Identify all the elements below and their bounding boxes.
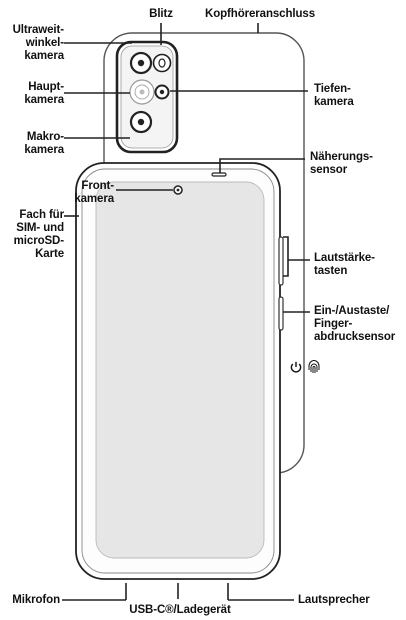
power-button-shape: [278, 296, 284, 331]
proximity-sensor-label: Näherungs- sensor: [310, 151, 373, 176]
depth-camera-label: Tiefen- kamera: [314, 83, 354, 108]
volume-keys-label: Lautstärke- tasten: [314, 252, 375, 277]
earpiece: [211, 172, 227, 177]
headphone-jack-label: Kopfhöreranschluss: [204, 8, 316, 20]
front-camera-label: Front- kamera: [74, 180, 114, 205]
leader-proximity: [219, 158, 305, 173]
flash-lens: [152, 53, 172, 73]
fingerprint-icon: [308, 360, 320, 373]
speaker-label: Lautsprecher: [298, 594, 370, 606]
phone-screen: [95, 181, 265, 559]
volume-button-shape: [278, 236, 284, 286]
flash-label: Blitz: [149, 8, 173, 20]
macro-camera-label: Makro- kamera: [24, 131, 64, 156]
usb-charger-label: USB-C®/Ladegerät: [129, 604, 231, 616]
power-key-label: Ein-/Austaste/ Finger­abdrucksensor: [314, 305, 396, 343]
leader-lines: [62, 23, 310, 601]
power-icon: [290, 361, 302, 373]
sim-tray-label: Fach für SIM- und microSD- Karte: [13, 209, 64, 260]
main-camera-label: Haupt- kamera: [24, 81, 64, 106]
microphone-label: Mikrofon: [12, 594, 60, 606]
leader-volume: [283, 236, 289, 277]
ultrawide-camera-label: Ultraweit- winkel- kamera: [12, 24, 65, 62]
